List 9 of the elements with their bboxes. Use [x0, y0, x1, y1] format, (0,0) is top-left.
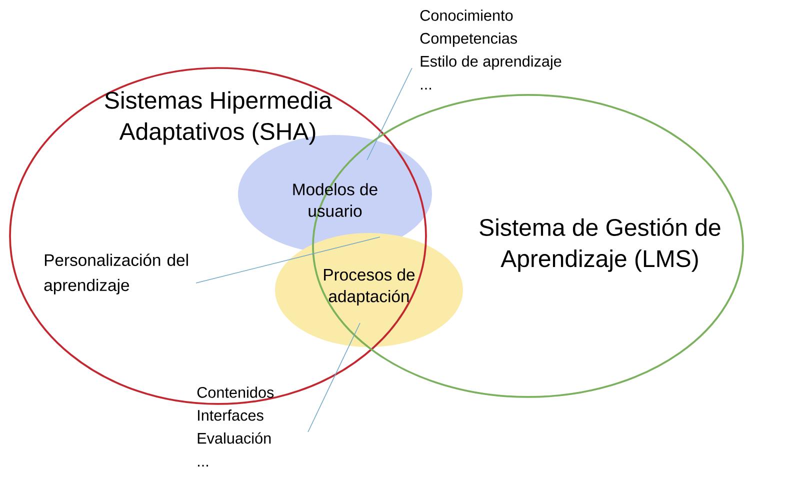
label-text: Procesos de adaptación [324, 268, 415, 306]
leader-line [196, 236, 380, 284]
leader-line [308, 322, 360, 432]
label-text: Sistemas Hipermedia Adaptativos (SHA) [105, 91, 332, 145]
circle-outline [9, 67, 427, 405]
text-list: Conocimiento Competencias Estilo de aprendizaje ... [420, 10, 562, 90]
label-text: Sistema de Gestión de Aprendizaje (LMS) [480, 218, 720, 272]
ellipse [275, 233, 463, 347]
text-list: Contenidos Interfaces Evaluación ... [197, 386, 274, 466]
